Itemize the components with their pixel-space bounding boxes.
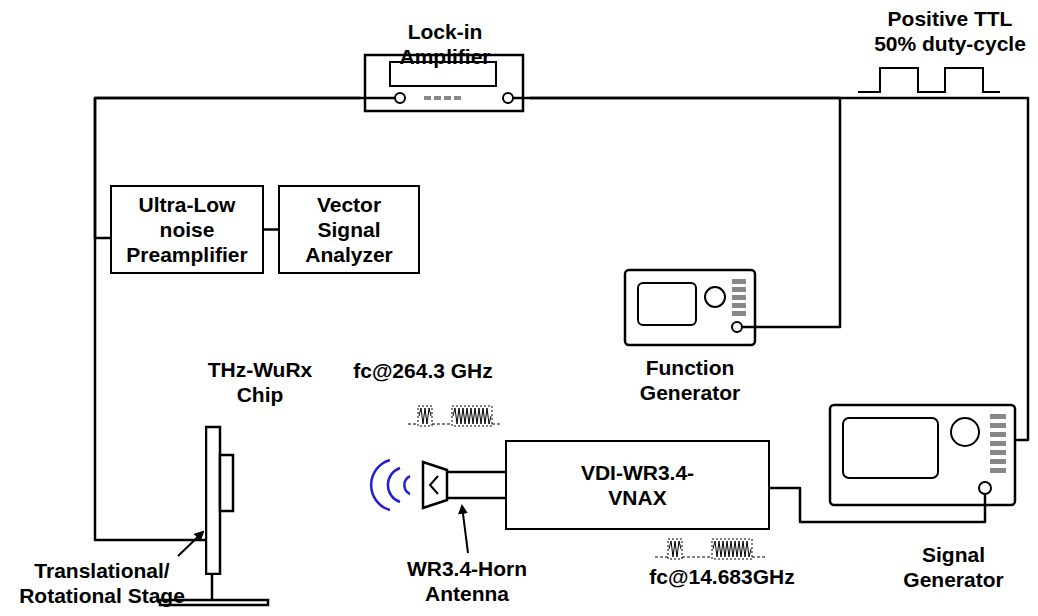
box-label: Ultra-Low noise Preamplifier: [118, 192, 256, 267]
process-box: Ultra-Low noise Preamplifier: [110, 185, 264, 274]
signal-note: Positive TTL 50% duty-cycle: [866, 6, 1034, 56]
horn-leader: [462, 506, 468, 553]
display: [638, 283, 696, 325]
knob: [951, 418, 979, 446]
display: [843, 418, 938, 478]
instrument-label: Lock-in Amplifier: [360, 19, 530, 69]
button: [424, 96, 431, 100]
ook-signal-if: [655, 539, 765, 559]
button: [990, 414, 1006, 419]
wire-connector: [95, 98, 360, 540]
button: [444, 96, 451, 100]
ttl-pulse: [858, 68, 1000, 92]
output-terminal: [979, 482, 991, 494]
ook-signal-rf: [408, 406, 500, 426]
knob: [705, 287, 725, 307]
box-label: Vector Signal Analyzer: [286, 192, 412, 267]
frequency-label: fc@14.683GHz: [622, 564, 822, 589]
input-terminal: [395, 93, 405, 103]
wire: [984, 494, 987, 505]
frequency-label: fc@264.3 GHz: [338, 358, 508, 383]
button: [990, 450, 1006, 455]
ref-terminal: [503, 93, 513, 103]
process-box: Vector Signal Analyzer: [278, 185, 420, 274]
chip-board: THz-WuRx Chip: [205, 355, 335, 575]
wire: [1015, 439, 1022, 442]
button: [732, 311, 746, 316]
signal-generator: Signal Generator: [825, 400, 1022, 605]
button: [990, 468, 1006, 473]
button: [990, 432, 1006, 437]
button: [454, 96, 461, 100]
stage-leader: [178, 532, 203, 556]
box-label: VDI-WR3.4-VNAX: [572, 460, 704, 510]
button: [434, 96, 441, 100]
button: [990, 459, 1006, 464]
button: [990, 441, 1006, 446]
button: [732, 303, 746, 308]
pcb-board: [206, 427, 220, 574]
part-label: WR3.4-Horn Antenna: [392, 556, 542, 606]
wire-connector: [530, 98, 1028, 440]
instrument-label: THz-WuRx Chip: [195, 357, 325, 407]
wire: [513, 97, 530, 100]
wire-connector: [530, 98, 840, 327]
wire: [360, 97, 395, 100]
button: [990, 423, 1006, 428]
wire: [742, 326, 770, 329]
button: [732, 295, 746, 300]
horn-antenna: [423, 462, 507, 508]
wire-connector: [264, 228, 278, 231]
instrument-case: [625, 270, 755, 345]
function-generator: Function Generator: [620, 265, 770, 390]
lock-in-amplifier: Lock-in Amplifier: [360, 15, 530, 115]
button: [732, 279, 746, 284]
output-terminal: [732, 322, 742, 332]
button: [732, 287, 746, 292]
radiated-waves: [371, 460, 410, 510]
instrument-case: [830, 405, 1015, 505]
instrument-label: Signal Generator: [885, 542, 1022, 592]
instrument-label: Function Generator: [600, 355, 780, 405]
chip: [220, 455, 233, 511]
part-label: Translational/ Rotational Stage: [2, 558, 202, 608]
process-box: VDI-WR3.4-VNAX: [505, 440, 770, 530]
